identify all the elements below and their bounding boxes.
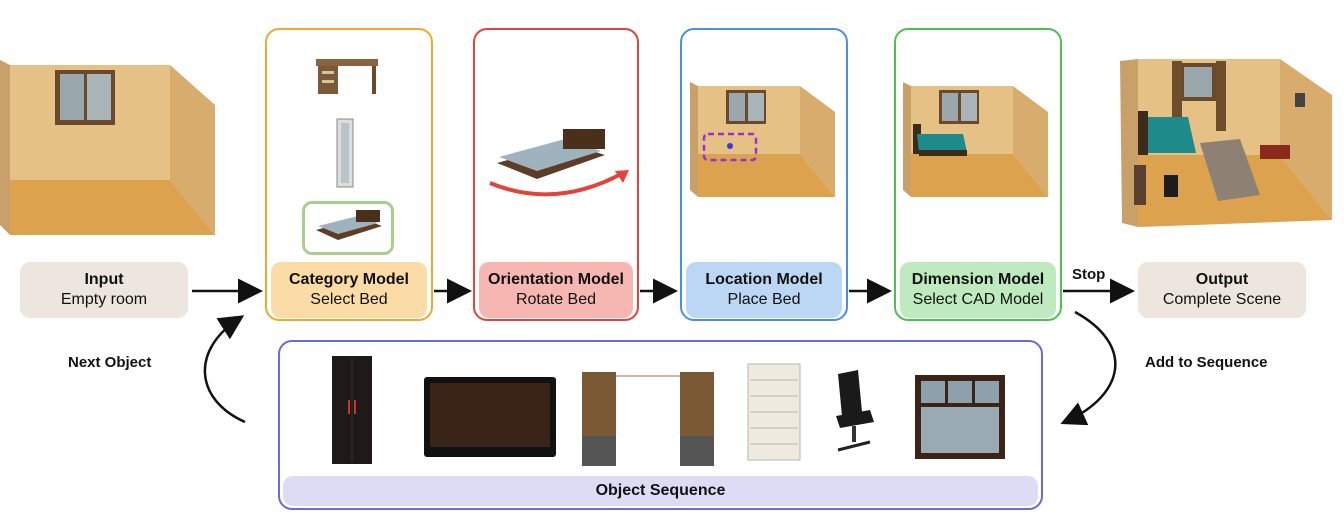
orientation-model-subtitle: Rotate Bed (515, 291, 597, 308)
bed-icon-rotate (497, 129, 605, 179)
location-model-panel (680, 28, 848, 321)
rotate-arrow-icon (489, 170, 629, 197)
input-subtitle: Empty room (60, 291, 148, 308)
tv-icon (424, 377, 556, 457)
curtain-icon (582, 372, 714, 466)
dimension-model-panel (894, 28, 1062, 321)
object-sequence-panel (278, 340, 1043, 510)
orientation-model-panel (473, 28, 639, 321)
arrow-add-to-sequence (1060, 310, 1117, 426)
stop-label: Stop (1072, 266, 1106, 283)
selected-bed-frame (302, 201, 394, 255)
dimension-model-subtitle: Select CAD Model (912, 291, 1044, 308)
category-model-title: Category Model (288, 271, 409, 288)
input-title: Input (84, 271, 124, 288)
location-model-subtitle: Place Bed (727, 291, 801, 308)
category-model-label: Category Model Select Bed (271, 262, 427, 318)
bed-icon-selected (316, 210, 382, 240)
window-icon (915, 375, 1005, 459)
next-object-label: Next Object (68, 354, 152, 371)
category-model-panel (265, 28, 433, 321)
add-to-sequence-label: Add to Sequence (1145, 354, 1268, 371)
category-model-subtitle: Select Bed (310, 291, 388, 308)
dimension-model-label: Dimension Model Select CAD Model (900, 262, 1056, 318)
output-subtitle: Complete Scene (1162, 291, 1282, 308)
input-box: Input Empty room (20, 262, 188, 318)
orientation-model-label: Orientation Model Rotate Bed (479, 262, 633, 318)
dimension-model-title: Dimension Model (911, 271, 1045, 288)
orientation-model-title: Orientation Model (488, 271, 624, 288)
office-chair-icon (836, 370, 874, 452)
empty-room-image (0, 60, 215, 235)
desk-icon (316, 59, 378, 94)
room-with-placement-image (690, 82, 835, 197)
output-title: Output (1195, 271, 1249, 288)
wardrobe-icon (332, 356, 372, 464)
output-box: Output Complete Scene (1138, 262, 1306, 318)
object-sequence-label: Object Sequence (595, 482, 726, 499)
arrow-next-object (203, 315, 246, 424)
complete-scene-image (1120, 59, 1332, 227)
door-icon (336, 118, 354, 188)
bookshelf-icon (747, 363, 801, 461)
object-sequence-label-bar: Object Sequence (283, 476, 1038, 506)
location-model-label: Location Model Place Bed (686, 262, 842, 318)
room-with-bed-image (903, 82, 1048, 197)
location-model-title: Location Model (705, 271, 823, 288)
